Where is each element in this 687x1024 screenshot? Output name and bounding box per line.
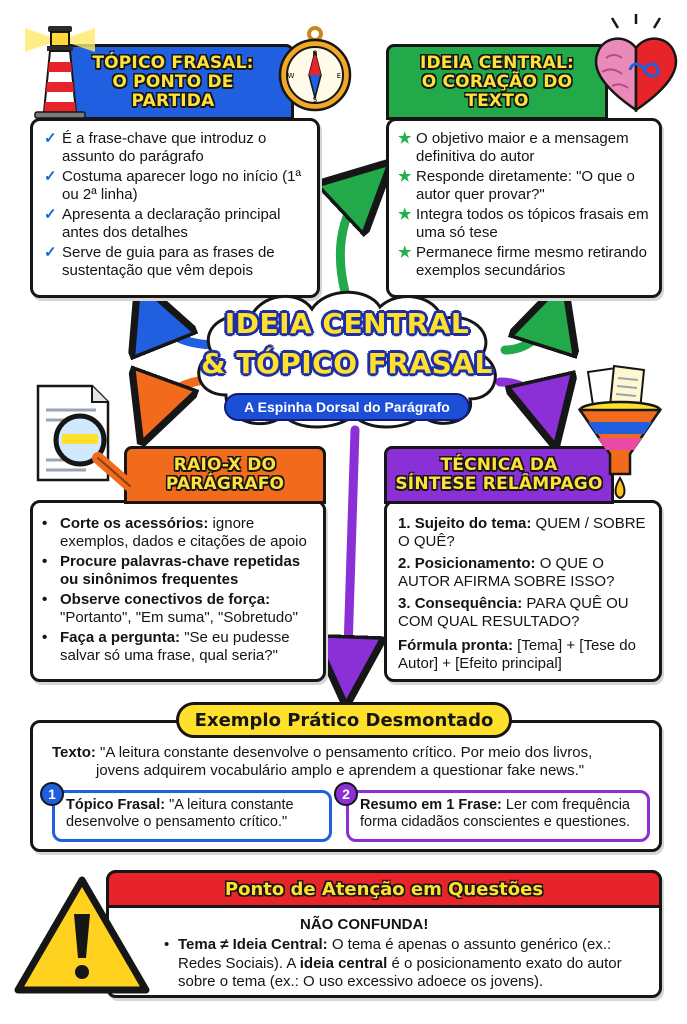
list-item: •Observe conectivos de força: "Portanto"… (42, 591, 298, 626)
exemplo-title-pill: Exemplo Prático Desmontado (176, 702, 512, 738)
star-icon: ★ (398, 244, 412, 261)
atencao-subtitle: NÃO CONFUNDA! (300, 916, 429, 933)
bullet-icon: • (164, 936, 170, 953)
arrow-green-right (500, 305, 556, 350)
raio-x-header: RAIO-X DO PARÁGRAFO (124, 446, 326, 504)
sintese-header: TÉCNICA DA SÍNTESE RELÂMPAGO (384, 446, 614, 504)
exemplo-texto-line1: Texto: "A leitura constante desenvolve o… (52, 744, 593, 761)
check-icon: ✓ (44, 168, 57, 185)
list-item: ✓Serve de guia para as frases de sustent… (44, 244, 275, 279)
svg-text:N: N (312, 50, 317, 58)
warning-icon (14, 876, 150, 994)
center-subtitle-pill: A Espinha Dorsal do Parágrafo (224, 393, 470, 421)
sintese-item-2: 2. Posicionamento: O QUE O AUTOR AFIRMA … (398, 555, 615, 590)
raiox-title-1: RAIO-X DO (173, 455, 277, 475)
ideia-list: ★O objetivo maior e a mensagem definitiv… (398, 130, 656, 282)
ideia-title-1: IDEIA CENTRAL: (419, 52, 575, 73)
list-item: •Faça a pergunta: "Se eu pudesse salvar … (42, 629, 290, 664)
exemplo-box-2 (346, 790, 650, 842)
ideia-central-header: IDEIA CENTRAL: O CORAÇÃO DO TEXTO (386, 44, 608, 120)
topico-frasal-card (30, 118, 320, 298)
bullet-icon: • (42, 591, 48, 608)
check-icon: ✓ (44, 244, 57, 261)
list-item: ★Permanece firme mesmo retirando exemplo… (398, 244, 647, 279)
svg-text:S: S (313, 96, 318, 104)
svg-text:W: W (288, 72, 295, 80)
topico-list: ✓É a frase-chave que introduz o assunto … (44, 130, 312, 282)
atencao-header: Ponto de Atenção em Questões (106, 870, 662, 908)
list-item: •Procure palavras-chave repetidas ou sin… (42, 553, 301, 588)
exemplo-box-1 (52, 790, 332, 842)
star-icon: ★ (398, 168, 412, 185)
magnifier-document-icon (36, 384, 136, 492)
badge-1: 1 (40, 782, 64, 806)
topico-title-1: TÓPICO FRASAL: (92, 52, 254, 73)
arrow-purple-down (347, 425, 355, 680)
arrow-purple-right (495, 382, 550, 422)
list-item: ★O objetivo maior e a mensagem definitiv… (398, 130, 629, 165)
funnel-icon (577, 364, 663, 500)
topico-title-3: PARTIDA (131, 90, 215, 111)
atencao-paragraph: •Tema ≠ Ideia Central: O tema é apenas o… (164, 936, 622, 990)
raiox-list: •Corte os acessórios: ignore exemplos, d… (42, 515, 322, 667)
bullet-icon: • (42, 515, 48, 532)
sintese-title-1: TÉCNICA DA (440, 455, 558, 475)
topico-title-2: O PONTO DE (112, 71, 234, 92)
arrow-green-up (340, 180, 372, 297)
lighthouse-icon (25, 26, 95, 119)
sintese-item-1: 1. Sujeito do tema: QUEM / SOBRE O QUÊ? (398, 515, 646, 550)
brain-heart-icon (594, 14, 678, 113)
ideia-central-card (386, 118, 662, 298)
compass-icon: N S E W (278, 26, 352, 112)
exemplo-texto-line2: jovens adquirem vocabulário amplo e apre… (96, 762, 585, 779)
list-item: ★Integra todos os tópicos frasais em uma… (398, 206, 649, 241)
list-item: ✓Apresenta a declaração principal antes … (44, 206, 281, 241)
center-title-line1: IDEIA CENTRAL (224, 307, 470, 340)
list-item: ★Responde diretamente: "O que o autor qu… (398, 168, 635, 203)
list-item: ✓É a frase-chave que introduz o assunto … (44, 130, 267, 165)
bullet-icon: • (42, 629, 48, 646)
star-icon: ★ (398, 206, 412, 223)
badge-2: 2 (334, 782, 358, 806)
svg-text:E: E (337, 72, 341, 80)
exemplo-box-1-text: Tópico Frasal: "A leitura constante dese… (66, 797, 294, 830)
sintese-title-2: SÍNTESE RELÂMPAGO (395, 474, 603, 494)
bullet-icon: • (42, 553, 48, 570)
star-icon: ★ (398, 130, 412, 147)
ideia-title-2: O CORAÇÃO DO (421, 71, 573, 92)
center-subtitle: A Espinha Dorsal do Parágrafo (244, 399, 450, 415)
ideia-title-3: TEXTO (465, 90, 529, 111)
exemplo-title: Exemplo Prático Desmontado (194, 709, 494, 731)
check-icon: ✓ (44, 130, 57, 147)
sintese-formula: Fórmula pronta: [Tema] + [Tese do Autor]… (398, 637, 636, 672)
check-icon: ✓ (44, 206, 57, 223)
central-title-cloud: IDEIA CENTRAL & TÓPICO FRASAL A Espinha … (186, 285, 508, 433)
center-title-line2: & TÓPICO FRASAL (201, 347, 493, 380)
sintese-item-3: 3. Consequência: PARA QUÊ OU COM QUAL RE… (398, 595, 629, 630)
list-item: •Corte os acessórios: ignore exemplos, d… (42, 515, 307, 550)
raiox-title-2: PARÁGRAFO (165, 474, 285, 494)
list-item: ✓Costuma aparecer logo no início (1ª ou … (44, 168, 302, 203)
atencao-title: Ponto de Atenção em Questões (224, 878, 544, 900)
exemplo-box-2-text: Resumo em 1 Frase: Ler com frequência fo… (360, 797, 631, 830)
